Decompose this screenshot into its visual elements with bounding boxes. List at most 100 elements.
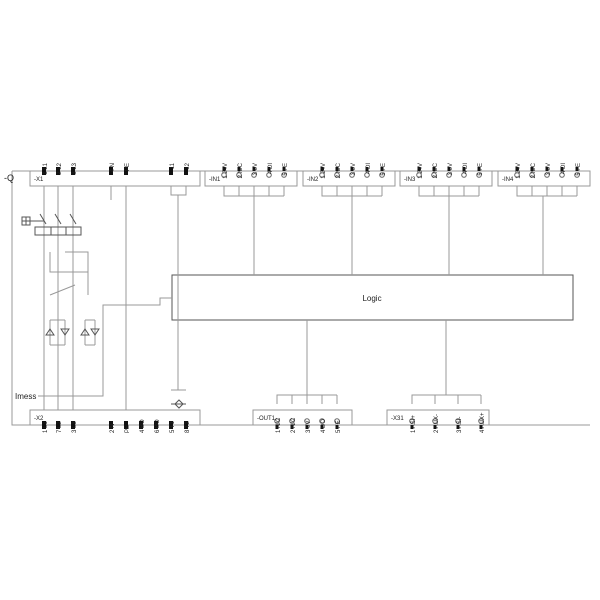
terminal-label: 2 N bbox=[110, 424, 116, 433]
terminal-label: 5 FE bbox=[478, 163, 484, 176]
terminal-connector-icon bbox=[349, 172, 355, 178]
terminal[interactable] bbox=[237, 167, 241, 171]
terminal-label: 1 24V bbox=[223, 163, 229, 179]
terminal[interactable] bbox=[530, 167, 534, 171]
terminal[interactable] bbox=[350, 167, 354, 171]
terminal[interactable] bbox=[139, 421, 143, 429]
terminal-connector-icon bbox=[334, 418, 340, 424]
terminal[interactable] bbox=[515, 167, 519, 171]
terminal[interactable] bbox=[169, 167, 173, 175]
terminal[interactable] bbox=[109, 167, 113, 175]
terminal-label: 3 0V bbox=[546, 163, 552, 175]
terminal-connector-icon bbox=[266, 172, 272, 178]
terminal-connector-icon bbox=[416, 172, 422, 178]
terminal-strip-label: -IN3 bbox=[404, 177, 416, 183]
terminal-label: 3 0V bbox=[306, 421, 312, 433]
terminal[interactable] bbox=[275, 425, 279, 429]
terminal-strip bbox=[497, 170, 591, 187]
terminal-label: 3 0V bbox=[253, 163, 259, 175]
terminal[interactable] bbox=[184, 421, 188, 429]
terminal-label: 2 N/C bbox=[238, 162, 244, 178]
terminal-label: 2 N/C bbox=[531, 162, 537, 178]
terminal-label: 4 BO bbox=[140, 419, 146, 433]
terminal-strip-label: -X1 bbox=[34, 177, 44, 183]
terminal-connector-icon bbox=[431, 172, 437, 178]
terminal[interactable] bbox=[477, 167, 481, 171]
terminal[interactable] bbox=[560, 167, 564, 171]
thermistor-symbol bbox=[171, 399, 186, 409]
terminal-strip bbox=[302, 170, 396, 187]
terminal-label: 3 0V bbox=[351, 163, 357, 175]
terminal[interactable] bbox=[184, 167, 188, 175]
logic-label: Logic bbox=[362, 294, 381, 303]
terminal-label: 4 DI bbox=[268, 163, 274, 174]
terminal-label: 4 N bbox=[110, 163, 116, 172]
terminal-label: 4 DI bbox=[463, 163, 469, 174]
terminal[interactable] bbox=[320, 167, 324, 171]
terminal-strip-label: -IN2 bbox=[307, 177, 319, 183]
terminal-connector-icon bbox=[529, 172, 535, 178]
terminal[interactable] bbox=[432, 167, 436, 171]
terminal[interactable] bbox=[305, 425, 309, 429]
input-bus-wire bbox=[418, 186, 480, 275]
terminal[interactable] bbox=[124, 421, 128, 429]
terminal-connector-icon bbox=[221, 172, 227, 178]
terminal-connector-icon bbox=[544, 172, 550, 178]
terminal[interactable] bbox=[479, 425, 483, 429]
input-bus-wire bbox=[321, 186, 383, 275]
terminal-connector-icon bbox=[319, 418, 325, 424]
terminal[interactable] bbox=[447, 167, 451, 171]
terminal-strip bbox=[29, 170, 201, 187]
device-label: -Q bbox=[4, 173, 14, 183]
terminal[interactable] bbox=[417, 167, 421, 171]
terminal-label: PE bbox=[125, 425, 131, 433]
terminal-strip bbox=[29, 409, 201, 426]
terminal[interactable] bbox=[575, 167, 579, 171]
terminal-connector-icon bbox=[289, 418, 295, 424]
terminal-connector-icon bbox=[409, 418, 415, 424]
terminal[interactable] bbox=[267, 167, 271, 171]
terminal-connector-icon bbox=[274, 418, 280, 424]
terminal-label: 5 T1 bbox=[170, 420, 176, 433]
terminal[interactable] bbox=[252, 167, 256, 171]
terminal[interactable] bbox=[365, 167, 369, 171]
terminal[interactable] bbox=[154, 421, 158, 429]
terminal[interactable] bbox=[42, 167, 46, 175]
terminal-label: 7 L2 bbox=[57, 421, 63, 433]
terminal[interactable] bbox=[56, 421, 60, 429]
terminal[interactable] bbox=[282, 167, 286, 171]
terminal[interactable] bbox=[42, 421, 46, 429]
terminal[interactable] bbox=[335, 425, 339, 429]
terminal[interactable] bbox=[169, 421, 173, 429]
terminal[interactable] bbox=[71, 421, 75, 429]
terminal[interactable] bbox=[545, 167, 549, 171]
terminal-connector-icon bbox=[559, 172, 565, 178]
terminal-connector-icon bbox=[364, 172, 370, 178]
terminal[interactable] bbox=[456, 425, 460, 429]
terminal-label: 5 FE bbox=[381, 163, 387, 176]
terminal[interactable] bbox=[222, 167, 226, 171]
terminal[interactable] bbox=[410, 425, 414, 429]
terminal[interactable] bbox=[290, 425, 294, 429]
terminal[interactable] bbox=[56, 167, 60, 175]
asi-bus-wire bbox=[411, 320, 482, 404]
terminal-label: 4 DO bbox=[321, 419, 327, 433]
terminal[interactable] bbox=[124, 167, 128, 175]
imess-label: Imess bbox=[15, 392, 36, 401]
terminal-label: 6 BO bbox=[155, 419, 161, 433]
terminal[interactable] bbox=[433, 425, 437, 429]
terminal[interactable] bbox=[335, 167, 339, 171]
terminal-strip-label: -X31 bbox=[391, 416, 404, 422]
terminal[interactable] bbox=[380, 167, 384, 171]
terminal-label: 8 T2 bbox=[185, 420, 191, 433]
terminal[interactable] bbox=[320, 425, 324, 429]
thyristor-bridge bbox=[45, 251, 100, 346]
output-bus-wire bbox=[276, 320, 338, 404]
terminal[interactable] bbox=[462, 167, 466, 171]
imess-wire bbox=[38, 297, 172, 397]
terminal-label: 2 N/C bbox=[336, 162, 342, 178]
terminal[interactable] bbox=[71, 167, 75, 175]
terminal[interactable] bbox=[109, 421, 113, 429]
input-bus-wire bbox=[223, 186, 285, 275]
terminal-strip bbox=[386, 409, 490, 426]
